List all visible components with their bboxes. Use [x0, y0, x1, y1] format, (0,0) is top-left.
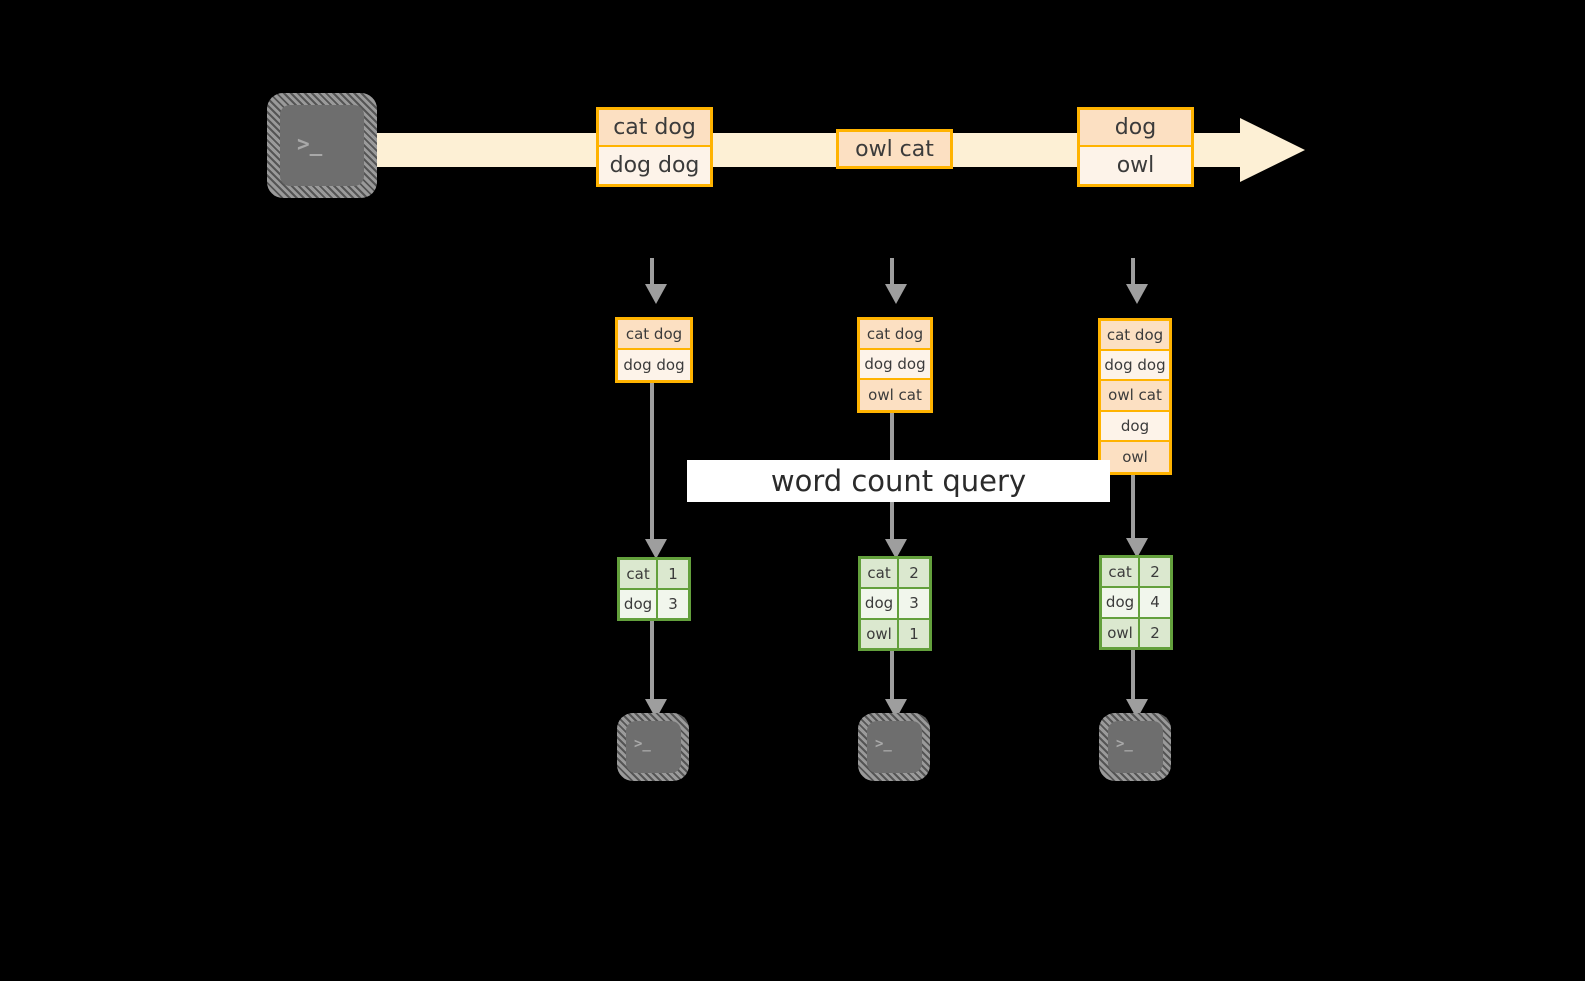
arrow-shaft: [650, 383, 654, 541]
stream-to-log-arrow-2: [885, 258, 907, 320]
result-word: cat: [620, 560, 659, 588]
result-word: cat: [861, 559, 900, 588]
arrow-shaft: [650, 621, 654, 701]
message-line: dog: [1080, 110, 1191, 147]
result-count: 2: [899, 559, 929, 588]
log-line: owl cat: [1101, 381, 1169, 412]
result-word: owl: [861, 619, 900, 648]
consumer-2-terminal-prompt-icon: >_: [875, 736, 892, 752]
message-line: owl: [1080, 147, 1191, 184]
arrow-shaft: [1131, 475, 1135, 540]
result-to-consumer-arrow-3: [1126, 650, 1148, 721]
log-to-result-arrow-1: [645, 383, 667, 561]
message-line: owl cat: [839, 132, 950, 166]
log-line: owl cat: [860, 379, 930, 410]
snapshot-2-log[interactable]: cat dog dog dog owl cat: [857, 317, 933, 413]
arrow-head: [645, 284, 667, 304]
log-line: dog dog: [1101, 351, 1169, 382]
arrow-shaft: [1131, 650, 1135, 701]
message-line: dog dog: [599, 147, 710, 184]
message-line: cat dog: [599, 110, 710, 147]
table-row: dog 3: [861, 589, 929, 620]
table-row: dog 4: [1102, 588, 1170, 619]
arrow-head: [885, 539, 907, 559]
stream-to-log-arrow-1: [645, 258, 667, 320]
query-label: word count query: [687, 460, 1110, 502]
table-row: dog 3: [620, 590, 688, 618]
stream-to-log-arrow-3: [1126, 258, 1148, 320]
log-line: owl: [1101, 441, 1169, 472]
log-line: cat dog: [618, 320, 690, 350]
table-row: cat 2: [861, 559, 929, 590]
result-word: dog: [861, 589, 900, 618]
snapshot-3-log[interactable]: cat dog dog dog owl cat dog owl: [1098, 318, 1172, 475]
table-row: owl 2: [1102, 618, 1170, 647]
arrow-shaft: [650, 258, 654, 286]
result-count: 1: [899, 619, 929, 648]
result-count: 1: [658, 560, 688, 588]
arrow-shaft: [1131, 258, 1135, 286]
producer-terminal-prompt-icon: >_: [297, 132, 323, 156]
consumer-3-terminal[interactable]: [1108, 721, 1163, 773]
consumer-3-terminal-prompt-icon: >_: [1116, 736, 1133, 752]
snapshot-2-result-table[interactable]: cat 2 dog 3 owl 1: [858, 556, 932, 651]
result-to-consumer-arrow-2: [885, 651, 907, 721]
result-count: 2: [1140, 558, 1170, 587]
result-count: 3: [899, 589, 929, 618]
snapshot-1-result-table[interactable]: cat 1 dog 3: [617, 557, 691, 621]
arrow-shaft: [890, 258, 894, 286]
result-count: 2: [1140, 618, 1170, 647]
table-row: cat 1: [620, 560, 688, 590]
stream-message-1[interactable]: cat dog dog dog: [596, 107, 713, 187]
consumer-1-terminal[interactable]: [626, 721, 681, 773]
result-word: owl: [1102, 618, 1141, 647]
arrow-head: [1126, 538, 1148, 558]
log-line: cat dog: [1101, 321, 1169, 352]
arrow-head: [645, 539, 667, 559]
arrow-head: [885, 284, 907, 304]
table-row: cat 2: [1102, 558, 1170, 589]
consumer-1-terminal-prompt-icon: >_: [634, 736, 651, 752]
log-line: cat dog: [860, 320, 930, 350]
result-word: cat: [1102, 558, 1141, 587]
arrow-shaft: [890, 651, 894, 701]
result-count: 3: [658, 590, 688, 618]
consumer-2-terminal[interactable]: [867, 721, 922, 773]
stream-message-3[interactable]: dog owl: [1077, 107, 1194, 187]
log-line: dog dog: [860, 349, 930, 380]
log-line: dog dog: [618, 350, 690, 380]
producer-terminal[interactable]: [280, 105, 364, 186]
result-to-consumer-arrow-1: [645, 621, 667, 721]
table-row: owl 1: [861, 619, 929, 648]
stream-message-2[interactable]: owl cat: [836, 129, 953, 169]
log-to-result-arrow-3: [1126, 475, 1148, 560]
stream-arrowhead: [1240, 118, 1305, 182]
arrow-head: [1126, 284, 1148, 304]
result-word: dog: [620, 590, 659, 618]
result-word: dog: [1102, 588, 1141, 617]
result-count: 4: [1140, 588, 1170, 617]
log-line: dog: [1101, 411, 1169, 442]
snapshot-1-log[interactable]: cat dog dog dog: [615, 317, 693, 383]
snapshot-3-result-table[interactable]: cat 2 dog 4 owl 2: [1099, 555, 1173, 650]
